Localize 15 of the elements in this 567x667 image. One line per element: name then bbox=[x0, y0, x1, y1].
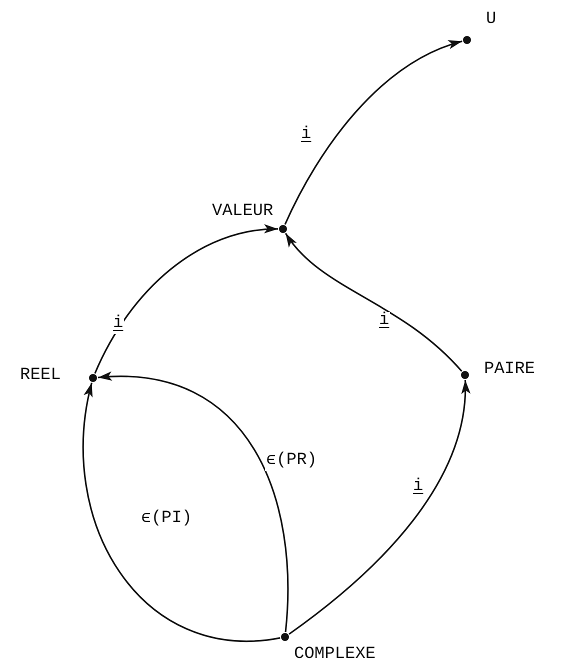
edge-label: i bbox=[112, 315, 124, 334]
node-label: PAIRE bbox=[484, 360, 536, 379]
curved-arrow bbox=[82, 382, 280, 642]
curved-arrow bbox=[284, 232, 462, 372]
node-label: VALEUR bbox=[212, 202, 274, 221]
curved-arrow bbox=[284, 40, 462, 225]
node-label: COMPLEXE bbox=[294, 645, 376, 664]
edge-label: i bbox=[412, 478, 424, 497]
node-label: REEL bbox=[20, 366, 61, 385]
node-label: U bbox=[486, 10, 496, 29]
edge-label: i bbox=[300, 126, 312, 145]
curved-arrow bbox=[98, 372, 289, 632]
curved-arrow bbox=[94, 225, 278, 374]
curved-arrow bbox=[288, 380, 470, 635]
edge-label: i bbox=[378, 312, 390, 331]
